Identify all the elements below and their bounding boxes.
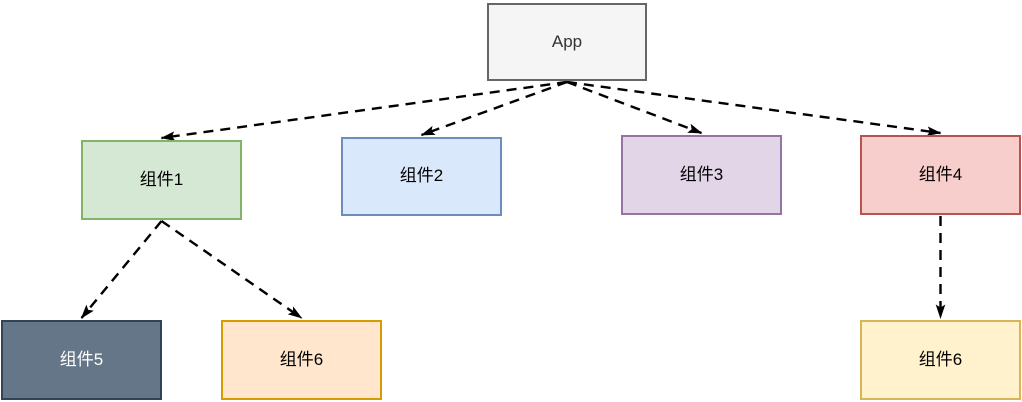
node-label: 组件3 — [679, 164, 724, 184]
node-comp1[interactable]: 组件1 — [81, 140, 242, 220]
edge-comp1-comp6a — [160, 220, 303, 319]
node-app[interactable]: App — [487, 3, 647, 81]
edge-app-comp2 — [420, 80, 568, 137]
node-label: App — [551, 31, 583, 51]
node-label: 组件2 — [399, 166, 444, 186]
node-label: 组件6 — [279, 349, 324, 369]
node-comp5[interactable]: 组件5 — [1, 320, 162, 400]
node-comp6a[interactable]: 组件6 — [221, 320, 382, 400]
edge-app-comp3 — [566, 80, 703, 135]
node-comp4[interactable]: 组件4 — [860, 135, 1021, 215]
node-label: 组件1 — [139, 169, 184, 189]
node-comp6b[interactable]: 组件6 — [860, 320, 1021, 400]
node-comp3[interactable]: 组件3 — [621, 135, 782, 215]
edge-comp1-comp5 — [80, 220, 163, 319]
edge-app-comp4 — [566, 80, 942, 136]
edge-app-comp1 — [160, 80, 568, 141]
node-label: 组件5 — [59, 349, 104, 369]
node-label: 组件4 — [918, 164, 963, 184]
node-label: 组件6 — [918, 349, 963, 369]
node-comp2[interactable]: 组件2 — [341, 137, 502, 216]
